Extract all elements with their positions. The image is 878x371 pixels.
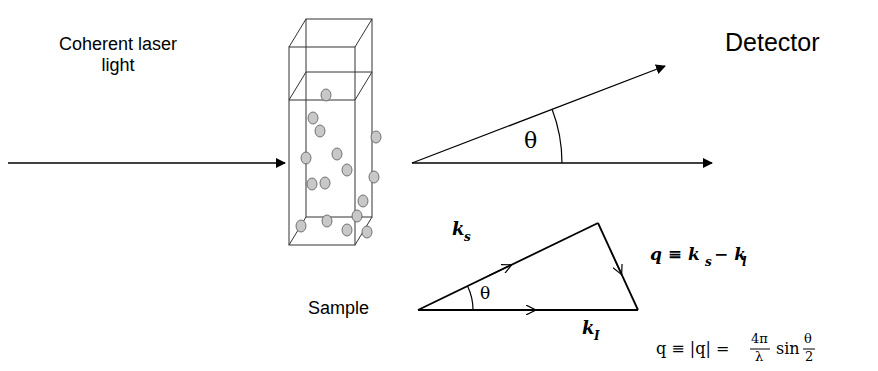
beam-label: Coherent laser light <box>53 34 183 75</box>
scattered-beam <box>412 66 665 163</box>
angle-arc <box>468 286 474 310</box>
vector-equation: q ≡ k <box>650 245 700 265</box>
detector-label: Detector <box>725 28 819 57</box>
formula-numerator: 4π <box>751 332 768 347</box>
vector-equation: − k <box>714 245 746 265</box>
formula-denominator: 2 <box>805 350 813 365</box>
cuvette <box>289 19 372 245</box>
vector-symbol: k <box>582 318 594 339</box>
formula-denominator: λ <box>755 350 763 365</box>
subscript: l <box>742 256 747 270</box>
vector-arrowheads <box>488 249 620 310</box>
sample-label: Sample <box>308 298 369 319</box>
laser-beam <box>8 162 285 163</box>
angle-symbol: θ <box>480 284 490 304</box>
angle-arc <box>552 109 562 163</box>
vector-symbol: k <box>452 219 464 240</box>
subscript: I <box>594 330 600 344</box>
angle-symbol: θ <box>524 128 537 153</box>
subscript: s <box>705 256 712 270</box>
formula-numerator: θ <box>804 332 812 347</box>
subscript: s <box>464 231 471 245</box>
formula: q ≡ |q| = <box>656 340 729 358</box>
formula: sin <box>776 340 800 358</box>
vector-triangle <box>418 223 638 310</box>
particles <box>296 89 381 238</box>
